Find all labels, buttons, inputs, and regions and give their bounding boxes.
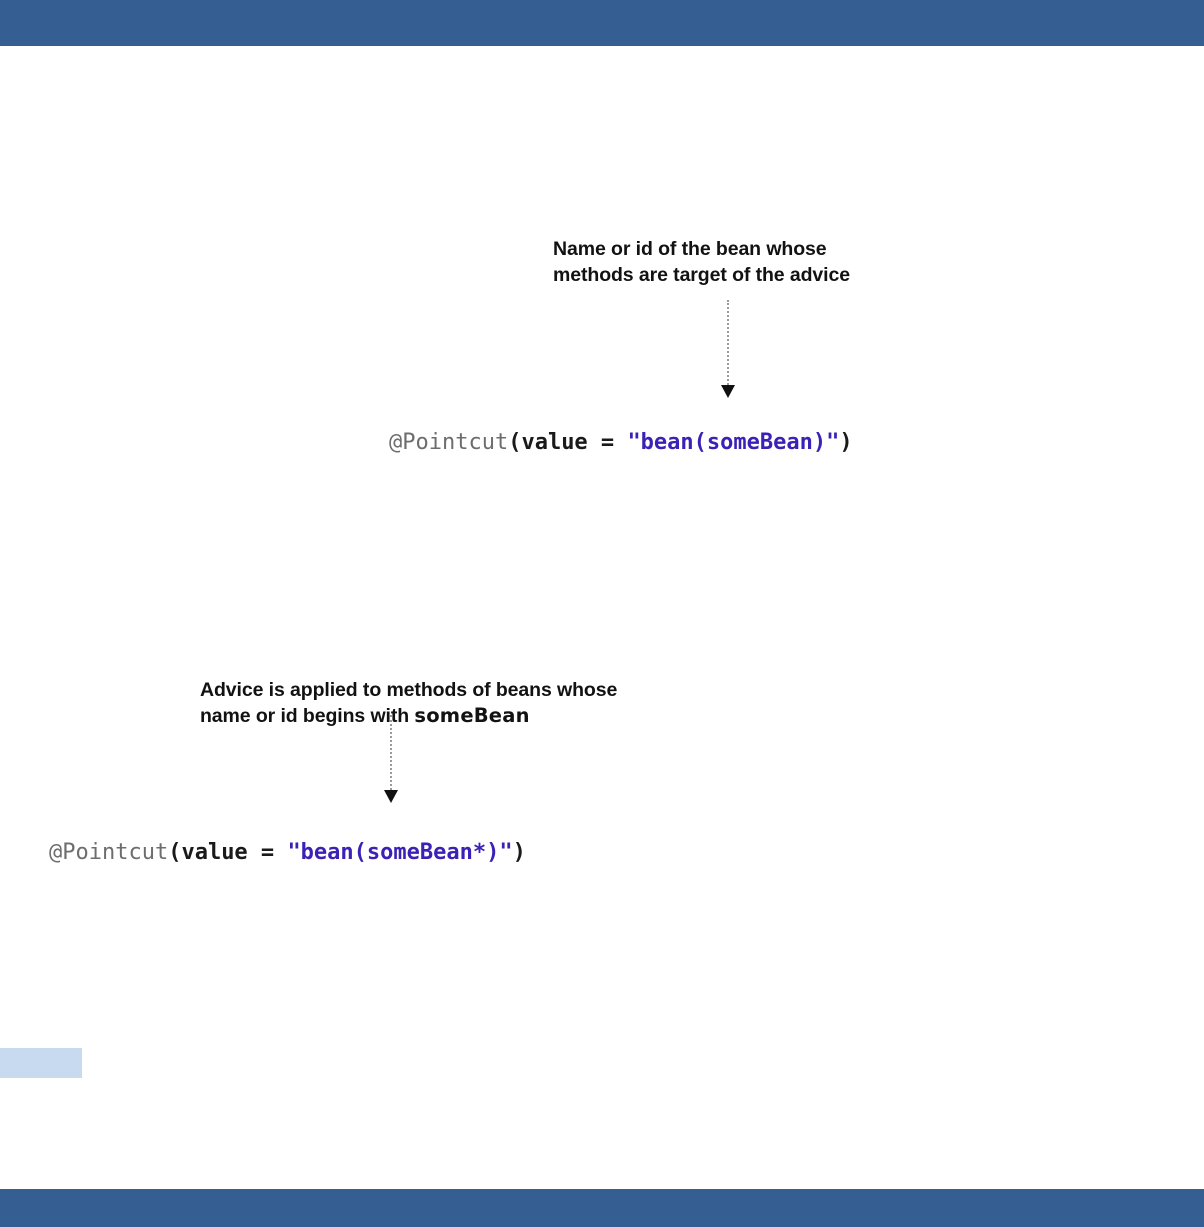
code-close-paren: )	[839, 430, 853, 455]
code-equals: =	[587, 430, 628, 455]
code-param-name: value	[181, 840, 248, 865]
annotation-bean-prefix-emphasis: someBean	[414, 704, 530, 727]
code-equals: =	[247, 840, 288, 865]
code-annotation-token: @Pointcut	[388, 430, 509, 455]
connector-arrow-bean-name	[720, 300, 736, 398]
code-string-literal: "bean(someBean)"	[627, 430, 840, 455]
dotted-line	[390, 715, 392, 790]
code-param-name: value	[521, 430, 588, 455]
arrowhead-down-icon	[721, 385, 735, 398]
annotation-bean-prefix: Advice is applied to methods of beans wh…	[200, 651, 670, 729]
code-string-literal: "bean(someBean*)"	[287, 840, 513, 865]
header-band	[0, 0, 1204, 46]
dotted-line	[727, 300, 729, 385]
accent-block	[0, 1048, 82, 1078]
code-snippet-bean-prefix: @Pointcut(value = "bean(someBean*)")	[0, 815, 526, 890]
annotation-bean-prefix-lead: Advice is applied to methods of beans wh…	[200, 679, 618, 727]
code-open-paren: (	[508, 430, 522, 455]
code-close-paren: )	[512, 840, 526, 865]
code-annotation-token: @Pointcut	[48, 840, 169, 865]
code-open-paren: (	[168, 840, 182, 865]
arrowhead-down-icon	[384, 790, 398, 803]
annotation-bean-name: Name or id of the bean whose methods are…	[553, 238, 850, 286]
footer-band	[0, 1189, 1204, 1227]
connector-arrow-bean-prefix	[383, 715, 399, 803]
code-snippet-bean-name: @Pointcut(value = "bean(someBean)")	[336, 405, 853, 480]
